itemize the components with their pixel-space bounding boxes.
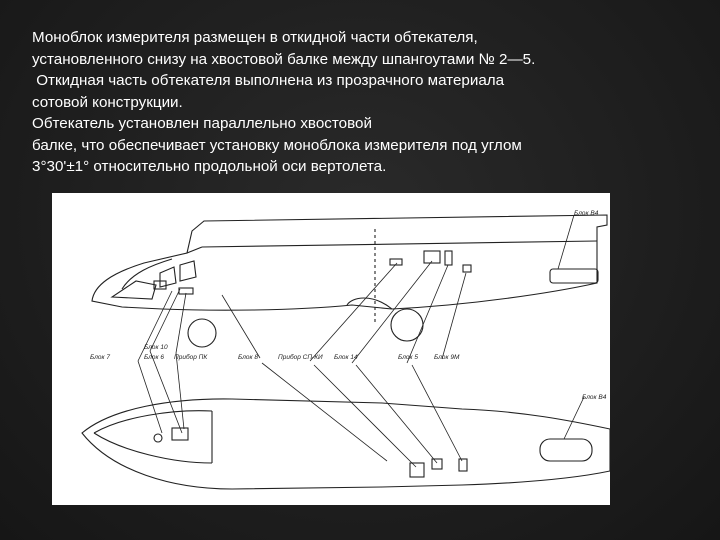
helicopter-drawing: Блок В4 Блок В4 Блок 7 Блок 10 Блок 6 Пр… [81, 210, 610, 490]
label-blok-8: Блок 8 [238, 354, 258, 361]
label-blok-14: Блок 14 [334, 354, 358, 361]
text-line-7: 3°30'±1° относительно продольной оси вер… [32, 158, 387, 175]
label-pribor-pk: Прибор ПК [174, 353, 208, 361]
side-view-fuselage [91, 214, 608, 348]
label-blok-v4-bottom: Блок В4 [582, 394, 607, 401]
label-blok-7: Блок 7 [90, 354, 110, 361]
label-blok-10: Блок 10 [144, 344, 168, 351]
helicopter-diagram: Блок В4 Блок В4 Блок 7 Блок 10 Блок 6 Пр… [52, 193, 610, 505]
text-line-4: сотовой конструкции. [32, 93, 183, 111]
top-view-fuselage [81, 398, 610, 490]
text-line-3: Откидная часть обтекателя выполнена из п… [32, 72, 505, 89]
text-line-6: балке, что обеспечивает установку монобл… [32, 136, 522, 154]
label-blok-5: Блок 5 [398, 354, 418, 361]
label-blok-v4-top: Блок В4 [574, 210, 599, 217]
text-line-2: установленного снизу на хвостовой балке … [32, 50, 536, 68]
leader-lines [137, 214, 585, 468]
text-line-1: Моноблок измерителя размещен в откидной … [32, 29, 478, 46]
label-blok-6: Блок 6 [144, 354, 164, 361]
label-blok-9: Блок 9М [434, 354, 460, 361]
label-pribor-sp: Прибор СП-КИ [278, 353, 323, 361]
slide-text: Моноблок измерителя размещен в откидной … [32, 27, 692, 178]
text-line-5: Обтекатель установлен параллельно хвосто… [32, 115, 372, 132]
